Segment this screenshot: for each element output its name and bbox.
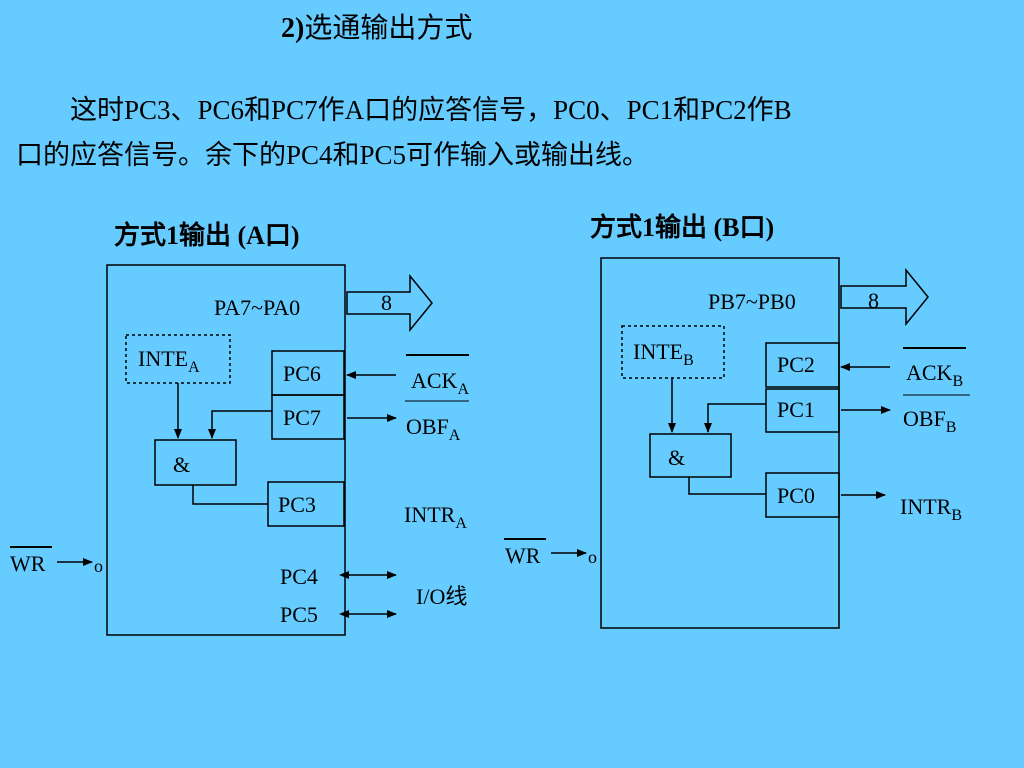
pc5-label: PC5	[280, 602, 318, 627]
intr-b-sub: B	[951, 507, 962, 524]
and-gate-b-box	[649, 433, 732, 478]
obf-a-sub: A	[448, 427, 461, 444]
obf-b-main: OBF	[903, 406, 946, 431]
pc7-label: PC7	[283, 405, 321, 430]
pc7-to-and-arrow	[208, 410, 272, 439]
pc0-box	[765, 472, 840, 518]
port-b-bus-width: 8	[868, 288, 879, 313]
pc0-label: PC0	[777, 483, 815, 508]
obf-b-sub: B	[945, 419, 957, 436]
pc3-label: PC3	[278, 492, 316, 517]
wr-a-bubble: o	[94, 556, 103, 576]
intr-a-label: INTRA	[404, 502, 467, 532]
intr-b-label: INTRB	[900, 494, 962, 524]
port-b-chip-box	[600, 257, 840, 629]
pc2-label: PC2	[777, 352, 815, 377]
port-a-bus-arrow	[346, 273, 433, 333]
pc1-to-and-arrow	[704, 403, 766, 433]
description-paragraph: 这时PC3、PC6和PC7作A口的应答信号，PC0、PC1和PC2作B 口的应答…	[16, 88, 996, 178]
and-to-pc3-line	[192, 485, 268, 505]
pc4-label: PC4	[280, 564, 318, 589]
wr-b-label: WR	[505, 543, 541, 568]
pc2-box	[765, 342, 840, 388]
pc6-label: PC6	[283, 361, 321, 386]
and-gate-a-label: &	[173, 452, 191, 477]
inte-a-sub: A	[188, 359, 200, 376]
wr-a-label: WR	[10, 551, 46, 576]
intr-a-sub: A	[455, 515, 467, 532]
ack-b-main: ACK	[906, 360, 953, 385]
inte-b-box	[621, 325, 725, 379]
inte-b-label: INTEB	[633, 339, 694, 369]
intr-a-main: INTR	[404, 502, 456, 527]
diagram-a-title: 方式1输出 (A口)	[114, 221, 300, 250]
diagram-b-shapes	[504, 257, 970, 629]
description-line-2: 口的应答信号。余下的PC4和PC5可作输入或输出线。	[16, 140, 650, 170]
port-a-bus-label: PA7~PA0	[214, 295, 301, 320]
inte-b-sub: B	[683, 352, 694, 369]
and-gate-a-box	[154, 439, 237, 486]
intr-b-main: INTR	[900, 494, 952, 519]
ack-b-sub: B	[952, 373, 964, 390]
wr-b-bubble: o	[588, 547, 597, 567]
pc1-label: PC1	[777, 397, 815, 422]
inte-b-main: INTE	[633, 339, 684, 364]
obf-b-label: OBFB	[903, 406, 956, 436]
io-line-label: I/O线	[416, 584, 468, 609]
port-b-bus-label: PB7~PB0	[708, 289, 796, 314]
and-gate-b-label: &	[668, 445, 686, 470]
ack-a-sub: A	[457, 381, 470, 398]
obf-a-label: OBFA	[406, 414, 460, 444]
ack-a-label: ACKA	[411, 368, 469, 398]
pc7-box	[271, 394, 345, 440]
description-line-1: 这时PC3、PC6和PC7作A口的应答信号，PC0、PC1和PC2作B	[70, 95, 792, 125]
and-to-pc0-line	[688, 477, 766, 495]
inte-a-label: INTEA	[138, 346, 200, 376]
section-title: 2)选通输出方式	[281, 12, 472, 46]
pc1-box	[765, 388, 840, 433]
port-a-bus-width: 8	[381, 290, 392, 315]
ack-a-main: ACK	[411, 368, 458, 393]
section-title-text: 选通输出方式	[304, 13, 473, 44]
port-a-chip-box	[106, 264, 346, 636]
section-number: 2)	[281, 13, 305, 44]
port-b-bus-arrow	[840, 267, 929, 327]
diagram-a-shapes	[10, 264, 469, 636]
obf-a-main: OBF	[406, 414, 449, 439]
inte-a-main: INTE	[138, 346, 189, 371]
diagram-b-title: 方式1输出 (B口)	[590, 213, 775, 242]
ack-b-label: ACKB	[906, 360, 963, 390]
